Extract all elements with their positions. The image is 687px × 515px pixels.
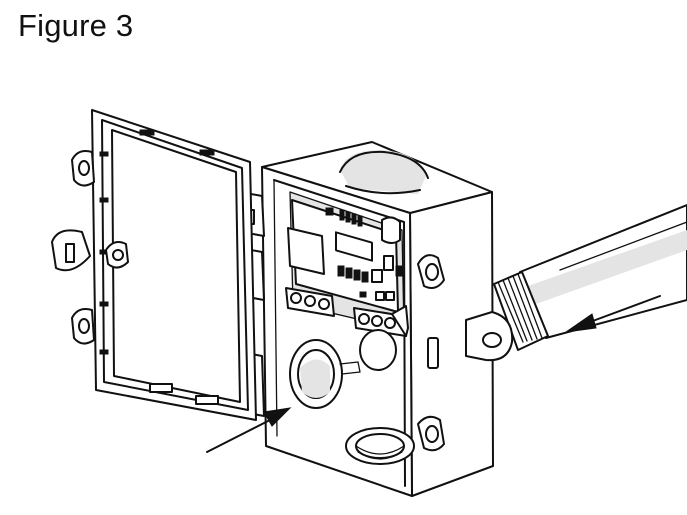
figure-title: Figure 3 [18, 8, 134, 43]
bottom-threaded-port [345, 427, 415, 465]
knockout-gland [289, 329, 397, 409]
mounting-ear-side [427, 311, 514, 369]
threaded-fitting [493, 271, 549, 351]
mounting-ear-bottom-right [417, 415, 445, 452]
enclosure-lid [51, 109, 257, 421]
arrow-icon [565, 295, 661, 333]
arrow-icon [206, 407, 292, 453]
mounting-ear-top-right [417, 254, 445, 289]
circuit-board [285, 199, 409, 337]
